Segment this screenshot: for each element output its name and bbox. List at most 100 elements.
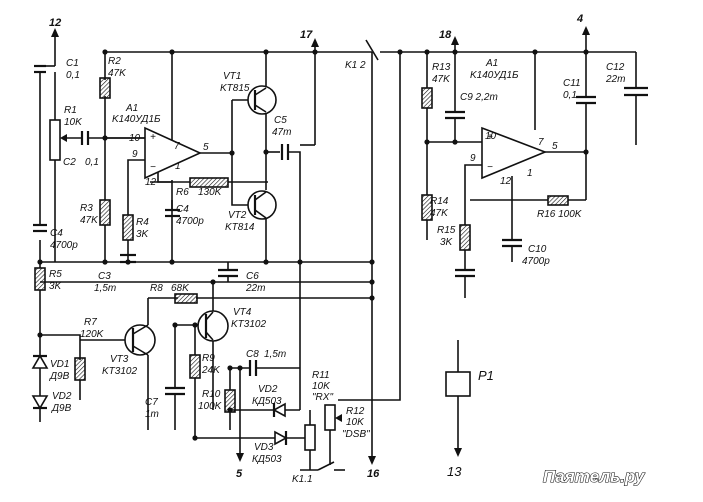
r5-label: R5	[49, 269, 62, 280]
vd1-diode	[31, 354, 49, 369]
a1-label: A1	[125, 103, 138, 114]
op-amp-a1	[144, 126, 202, 180]
c10-value: 4700p	[522, 256, 550, 267]
r14-resistor	[421, 194, 433, 221]
r7-label: R7	[84, 317, 97, 328]
terminal-17: 17	[300, 29, 313, 41]
terminal-12: 12	[49, 17, 61, 29]
c11-label: C11	[563, 78, 581, 89]
vd2a-value: Д9В	[51, 403, 72, 414]
left-components: + −	[31, 49, 375, 451]
vd2b-value: КД503	[252, 396, 282, 407]
terminal-18: 18	[439, 29, 452, 41]
vt3-value: KT3102	[102, 366, 137, 377]
r9-label: R9	[202, 353, 215, 364]
c6-value: 22m	[245, 283, 265, 294]
r11-potentiometer	[304, 424, 316, 451]
watermark-logo: Паяmель.ру	[543, 467, 646, 486]
c9-label: C9 2,2m	[460, 92, 498, 103]
c5-label: C5	[274, 115, 287, 126]
vt3-label: VT3	[110, 354, 129, 365]
c10-label: C10	[528, 244, 547, 255]
pin-10: 10	[129, 133, 141, 144]
a1-value: K140УД1Б	[112, 114, 161, 125]
c5-value: 47m	[272, 127, 291, 138]
r1-potentiometer	[49, 119, 61, 161]
vd2b-label: VD2	[258, 384, 278, 395]
relay-p1-coil	[445, 371, 471, 397]
r13-label: R13	[432, 62, 451, 73]
r8-label: R8	[150, 283, 163, 294]
relay-p1-label: P1	[478, 368, 494, 383]
c8-label: C8	[246, 349, 259, 360]
pin-7: 7	[174, 141, 180, 152]
vd2a-diode	[31, 395, 49, 410]
c12-label: C12	[606, 62, 625, 73]
r2-value: 47K	[108, 68, 127, 79]
r12-name: "DSB"	[342, 429, 370, 440]
r12-potentiometer	[324, 404, 336, 431]
r13-value: 47K	[432, 74, 451, 85]
pin-12: 12	[145, 177, 157, 188]
r11-name: "RX"	[312, 392, 333, 403]
c7-value: 1m	[145, 409, 159, 420]
pin-7-right: 7	[538, 137, 544, 148]
r2-label: R2	[108, 56, 121, 67]
labels: 12 17 18 4 5 16 13 C1 0,1 R1 10K C2 0,1 …	[49, 13, 625, 485]
c7-label: C7	[145, 397, 158, 408]
r5-value: 3K	[49, 281, 63, 292]
r5-resistor	[34, 267, 46, 291]
r14-label: R14	[430, 196, 449, 207]
r7-resistor	[74, 357, 86, 381]
svg-text:−: −	[487, 162, 493, 173]
vt1-value: KT815	[220, 83, 250, 94]
c1-label: C1	[66, 58, 79, 69]
vd1-label: VD1	[50, 359, 69, 370]
r15-value: 3K	[440, 237, 454, 248]
c4-op-value: 4700p	[176, 216, 204, 227]
r8-value: 68K	[171, 283, 190, 294]
pin-1-right: 1	[527, 168, 533, 179]
c4-op-label: C4	[176, 204, 189, 215]
r3-value: 47K	[80, 215, 99, 226]
c4-left-value: 4700p	[50, 240, 78, 251]
k11-label: K1.1	[292, 474, 313, 485]
vd3-label: VD3	[254, 442, 274, 453]
r16-resistor	[547, 195, 569, 206]
pin-9-right: 9	[470, 153, 476, 164]
pin-1: 1	[175, 161, 181, 172]
terminal-4: 4	[576, 13, 583, 25]
r1-label: R1	[64, 105, 77, 116]
r13-resistor	[421, 87, 433, 109]
c2-label: C2	[63, 157, 76, 168]
r4-value: 3K	[136, 229, 150, 240]
r7-value: 120K	[80, 329, 105, 340]
vd2b-diode	[272, 402, 286, 418]
pin-10-right: 10	[485, 131, 497, 142]
terminal-16: 16	[367, 468, 380, 480]
right-wiring	[400, 26, 648, 457]
a1r-value: K140УД1Б	[470, 70, 519, 81]
terminal-13: 13	[447, 464, 462, 479]
r10-label: R10	[202, 389, 221, 400]
vt4-transistor	[197, 310, 229, 342]
c4-left-label: C4	[50, 228, 63, 239]
c3-value: 1,5m	[94, 283, 116, 294]
pin-9: 9	[132, 149, 138, 160]
k12-label: K1 2	[345, 60, 366, 71]
right-components: + −	[397, 49, 589, 251]
r3-label: R3	[80, 203, 93, 214]
vt4-value: KT3102	[231, 319, 266, 330]
r12-label: R12	[346, 406, 365, 417]
left-wiring	[34, 28, 401, 471]
c11-value: 0,1	[563, 90, 577, 101]
vd2a-label: VD2	[52, 391, 72, 402]
svg-text:−: −	[150, 162, 156, 173]
r6-resistor	[189, 177, 229, 188]
terminal-5: 5	[236, 468, 243, 480]
r15-label: R15	[437, 225, 456, 236]
r10-value: 100K	[198, 401, 223, 412]
c2-value: 0,1	[85, 157, 99, 168]
